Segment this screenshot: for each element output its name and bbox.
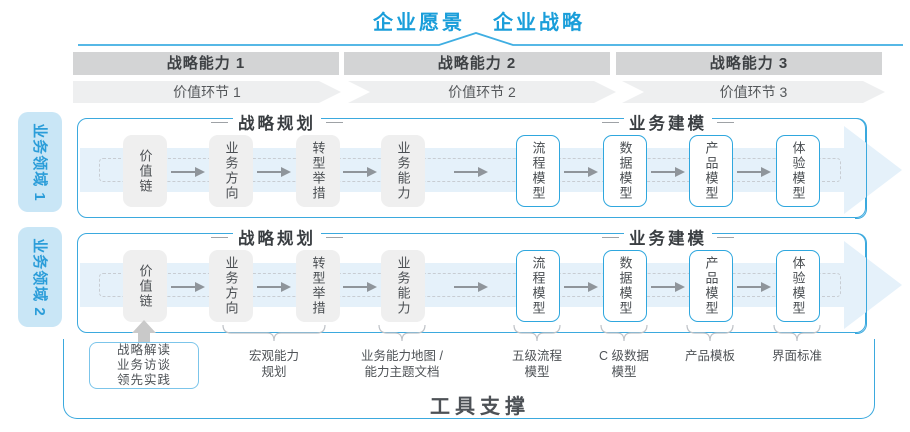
flow-arrow-icon xyxy=(651,282,685,292)
domain-label-text: 业务领域 1 xyxy=(30,122,48,202)
flow-arrow-icon xyxy=(171,167,205,177)
big-flow-arrowhead xyxy=(844,126,902,214)
header-rule-right xyxy=(326,121,343,123)
domain-label-text: 业务领域 2 xyxy=(30,237,48,317)
vision-title: 企业愿景 xyxy=(373,12,465,34)
flow-arrow-icon xyxy=(564,167,598,177)
tool-label-product-template: 产品模板 xyxy=(684,349,736,363)
practice-line: 领先实践 xyxy=(116,373,171,387)
tool-label-process-model: 五级流程 模型 xyxy=(511,349,563,379)
top-divider-line xyxy=(78,32,903,46)
capability-bar-3: 战略能力 3 xyxy=(616,52,882,75)
header-rule-left xyxy=(211,236,228,238)
tool-label-capability-map: 业务能力地图 / 能力主题文档 xyxy=(361,349,443,379)
capability-bar-1: 战略能力 1 xyxy=(73,52,339,75)
business-capability-node: 业务能力 xyxy=(381,135,425,207)
flow-arrow-icon xyxy=(257,167,291,177)
dashed-track xyxy=(99,158,841,182)
strategy-planning-header: 战略规划 xyxy=(211,225,343,249)
header-rule-right xyxy=(717,121,734,123)
transformation-node: 转型举措 xyxy=(296,250,340,322)
data-model-node: 数据模型 xyxy=(603,250,647,322)
value-link-chevron-3: 价值环节 3 xyxy=(622,81,885,103)
header-text: 战略规划 xyxy=(233,225,321,249)
brace-connector xyxy=(378,325,426,341)
business-domain-label-1: 业务领域 1 xyxy=(18,112,62,212)
capability-bar-2: 战略能力 2 xyxy=(344,52,610,75)
business-capability-node: 业务能力 xyxy=(381,250,425,322)
flow-arrow-icon xyxy=(171,282,205,292)
flow-arrow-icon xyxy=(454,282,488,292)
header-text: 战略规划 xyxy=(233,110,321,134)
tool-label-data-model: C 级数据 模型 xyxy=(598,349,650,379)
process-model-node: 流程模型 xyxy=(516,250,560,322)
strategy-title: 企业战略 xyxy=(493,12,585,34)
practice-line: 战略解读 xyxy=(116,343,171,357)
dashed-track xyxy=(99,273,841,297)
practice-line: 业务访谈 xyxy=(116,358,171,372)
product-model-node: 产品模型 xyxy=(689,135,733,207)
domain-row-1: 战略规划 业务建模 价值链 业务方向 转型举措 业务能力 流程模型 数据模型 产… xyxy=(77,110,902,219)
value-chain-node: 价值链 xyxy=(123,250,167,322)
strategy-planning-header: 战略规划 xyxy=(211,110,343,134)
brace-connector xyxy=(600,325,648,341)
big-flow-arrowhead xyxy=(844,241,902,329)
flow-arrow-icon xyxy=(564,282,598,292)
process-model-node: 流程模型 xyxy=(516,135,560,207)
header-rule-right xyxy=(717,236,734,238)
value-link-chevron-1: 价值环节 1 xyxy=(73,81,341,103)
header-rule-right xyxy=(326,236,343,238)
flow-arrow-icon xyxy=(737,167,771,177)
flow-arrow-icon xyxy=(257,282,291,292)
flow-arrow-icon xyxy=(651,167,685,177)
experience-model-node: 体验模型 xyxy=(776,250,820,322)
value-link-chevron-2: 价值环节 2 xyxy=(348,81,616,103)
header-rule-left xyxy=(211,121,228,123)
flow-arrow-icon xyxy=(343,282,377,292)
brace-connector xyxy=(773,325,821,341)
value-chain-node: 价值链 xyxy=(123,135,167,207)
data-model-node: 数据模型 xyxy=(603,135,647,207)
tool-label-ui-standard: 界面标准 xyxy=(771,349,823,363)
brace-connector xyxy=(686,325,734,341)
practice-box: 战略解读 业务访谈 领先实践 xyxy=(89,342,199,389)
brace-connector xyxy=(513,325,561,341)
flow-arrow-icon xyxy=(343,167,377,177)
business-domain-label-2: 业务领域 2 xyxy=(18,227,62,327)
up-arrow-shaft xyxy=(138,332,150,343)
experience-model-node: 体验模型 xyxy=(776,135,820,207)
business-modeling-header: 业务建模 xyxy=(602,225,734,249)
business-direction-node: 业务方向 xyxy=(209,135,253,207)
header-text: 业务建模 xyxy=(624,225,712,249)
up-arrow-icon xyxy=(132,320,156,333)
header-rule-left xyxy=(602,236,619,238)
header-text: 业务建模 xyxy=(624,110,712,134)
transformation-node: 转型举措 xyxy=(296,135,340,207)
flow-arrow-icon xyxy=(454,167,488,177)
business-modeling-header: 业务建模 xyxy=(602,110,734,134)
domain-row-2: 战略规划 业务建模 价值链 业务方向 转型举措 业务能力 流程模型 数据模型 产… xyxy=(77,225,902,334)
flow-arrow-icon xyxy=(737,282,771,292)
brace-connector xyxy=(222,325,326,341)
tool-label-macro-capability: 宏观能力 规划 xyxy=(248,349,300,379)
tool-support-container xyxy=(63,339,875,419)
tool-support-title: 工具支撑 xyxy=(430,396,530,418)
business-direction-node: 业务方向 xyxy=(209,250,253,322)
header-rule-left xyxy=(602,121,619,123)
product-model-node: 产品模型 xyxy=(689,250,733,322)
